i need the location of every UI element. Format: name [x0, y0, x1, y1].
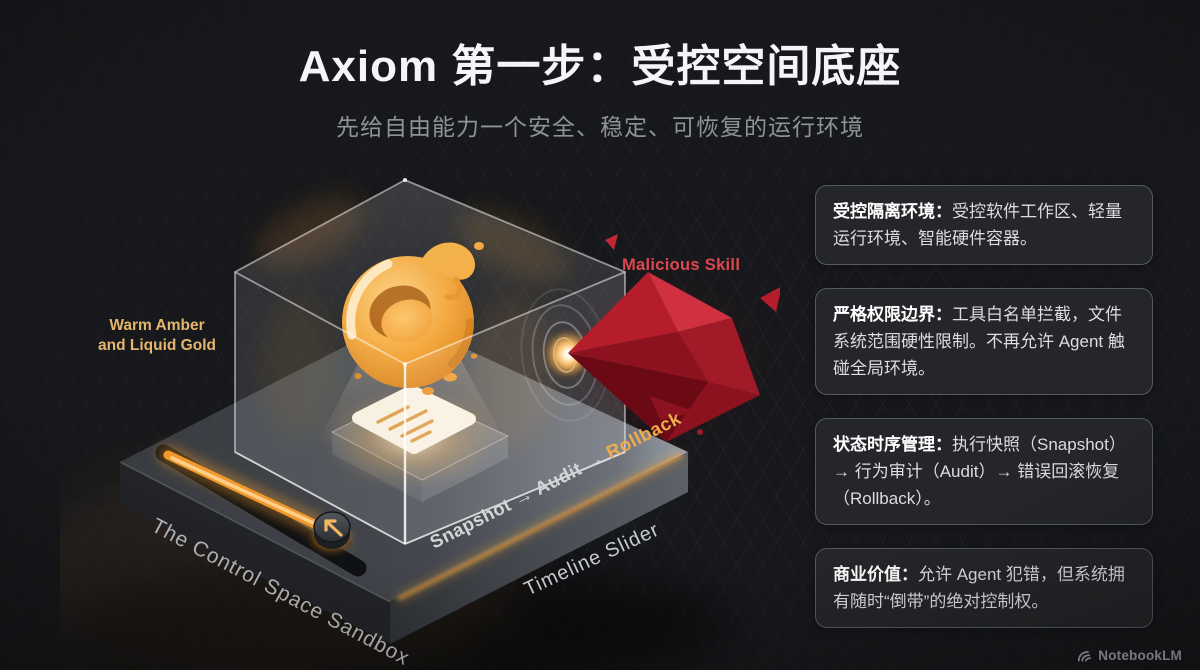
brand-name: NotebookLM — [1098, 648, 1182, 663]
info-card-isolation: 受控隔离环境：受控软件工作区、轻量运行环境、智能硬件容器。 — [815, 185, 1153, 265]
shard-fragment — [760, 287, 780, 312]
card-text-lines — [376, 405, 434, 443]
amber-edge-line — [397, 453, 683, 601]
card-body: 允许 Agent 犯错，但系统拥有随时“倒带”的绝对控制权。 — [833, 565, 1125, 611]
blob-label-line1: Warm Amber — [109, 317, 205, 334]
shard-fragment — [650, 396, 696, 420]
snapshot-card-icon — [352, 385, 476, 454]
timeline-slider-knob — [313, 511, 351, 551]
page-title: Axiom 第一步：受控空间底座 — [298, 42, 902, 91]
blob-label-line2: and Liquid Gold — [98, 337, 216, 355]
info-card-state-timeline: 状态时序管理：执行快照（Snapshot）→ 行为审计（Audit）→ 错误回滚… — [815, 418, 1153, 525]
card-body: 工具白名单拦截，文件系统范围硬性限制。不再允许 Agent 触碰全局环境。 — [833, 305, 1125, 378]
sandbox-illustration: The Control Space Sandbox Snapshot → Aud… — [60, 150, 780, 670]
platform-left-face — [120, 462, 390, 644]
rollback-arrow-icon — [324, 519, 343, 537]
brand-footer: NotebookLM — [1077, 648, 1182, 663]
page-subtitle: 先给自由能力一个安全、稳定、可恢复的运行环境 — [336, 114, 864, 140]
card-lead: 状态时序管理： — [833, 435, 952, 454]
info-card-permissions: 严格权限边界：工具白名单拦截，文件系统范围硬性限制。不再允许 Agent 触碰全… — [815, 288, 1153, 395]
info-card-column: 受控隔离环境：受控软件工作区、轻量运行环境、智能硬件容器。 严格权限边界：工具白… — [815, 185, 1153, 628]
malicious-shard — [568, 234, 780, 442]
snapshot-pedestal — [324, 385, 510, 502]
shard-fragment — [605, 234, 618, 250]
card-lead: 商业价值： — [833, 565, 918, 584]
card-body: 执行快照（Snapshot）→ 行为审计（Audit）→ 错误回滚恢复（Roll… — [833, 435, 1126, 508]
timeline-slider — [155, 444, 367, 577]
malicious-skill-label: Malicious Skill — [622, 256, 741, 274]
platform-right-face — [390, 452, 688, 644]
sandbox-scene-svg: The Control Space Sandbox Snapshot → Aud… — [60, 178, 780, 670]
card-body: 受控软件工作区、轻量运行环境、智能硬件容器。 — [833, 202, 1122, 248]
notebooklm-icon — [1078, 651, 1092, 662]
card-lead: 严格权限边界： — [833, 305, 952, 324]
card-lead: 受控隔离环境： — [833, 202, 952, 221]
header: Axiom 第一步：受控空间底座 先给自由能力一个安全、稳定、可恢复的运行环境 — [0, 30, 1200, 142]
info-card-business-value: 商业价值：允许 Agent 犯错，但系统拥有随时“倒带”的绝对控制权。 — [815, 548, 1153, 628]
blob-label: Warm Amber and Liquid Gold — [86, 316, 228, 356]
